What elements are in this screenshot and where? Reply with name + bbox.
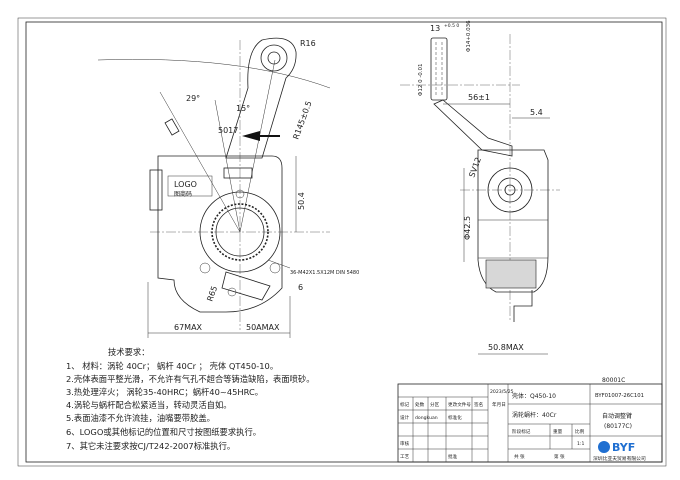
lever-eye-outer <box>260 44 288 72</box>
dim-5017: 5017 <box>218 126 238 135</box>
dim-sv12: SV12 <box>467 156 483 179</box>
tb-cnt: 处数 <box>415 401 425 408</box>
logo-plate-text: LOGO <box>174 180 197 189</box>
dim-phi14: Φ14+0.036 <box>466 20 472 52</box>
tb-design: 设计 <box>400 414 410 421</box>
dim-56: 56±1 <box>468 93 490 102</box>
company-logo-text: BYF <box>612 441 635 454</box>
side-hub-outer <box>487 167 533 213</box>
r145-arc <box>97 59 331 89</box>
tb-review: 审核 <box>400 440 410 447</box>
dim-67max: 67MAX <box>174 323 203 332</box>
tb-approve: 批准 <box>448 453 458 460</box>
housing-body <box>157 155 283 313</box>
tb-scale: 1:1 <box>577 441 584 447</box>
dim-5-4: 5.4 <box>530 108 543 117</box>
tb-chk: 标记 <box>400 401 410 408</box>
tb-material-1: 壳体：Q450-10 <box>512 392 556 400</box>
tb-sheet-no: 第 张 <box>554 453 565 460</box>
tech-req-item-5: 5.表面油漆不允许流挂，油嘴要带胶盖。 <box>66 413 215 423</box>
dim-r145: R145±0.5 <box>291 100 313 141</box>
tb-material-2: 涡轮蜗杆：40Cr <box>512 411 557 419</box>
bottom-bracket <box>221 271 271 301</box>
logo-plate-cn: 图商码 <box>174 190 192 198</box>
tech-req-item-7: 7、其它未注要求按CJ/T242-2007标准执行。 <box>66 441 235 451</box>
company-logo-icon <box>598 441 610 453</box>
dim-r16: R16 <box>300 39 316 48</box>
dim-50-8max: 50.8MAX <box>488 343 524 352</box>
logo-plate <box>167 175 213 197</box>
dim-50amax: 50AMAX <box>246 323 280 332</box>
side-clip <box>513 290 533 322</box>
tb-part-no: BYF01007-26C101 <box>595 393 644 399</box>
dim-ang15: 15° <box>236 104 250 113</box>
tb-ratio: 比例 <box>575 428 585 435</box>
spline-leader <box>267 259 291 269</box>
tb-sign: 签名 <box>474 401 483 408</box>
front-view: LOGO 图商码 R16 29° 15° R145±0.5 5017 50.4 … <box>97 37 359 338</box>
tb-company: 深圳比亚夫贸易有限公司 <box>593 455 646 462</box>
gear-bolt-top <box>235 189 245 199</box>
worm-housing <box>149 169 163 211</box>
ang29-ray <box>159 91 241 233</box>
lever-eye-inner <box>267 51 281 65</box>
dim-13-tol: +0.5 0 <box>444 23 459 29</box>
gear-spline-inner <box>215 207 265 257</box>
side-hub-mid <box>497 177 523 203</box>
outer-frame <box>17 17 667 467</box>
dim-phi42-5: Φ42.5 <box>463 216 472 240</box>
tech-req-title: 技术要求： <box>108 347 150 357</box>
radius-ray <box>239 59 276 233</box>
bracket-hole <box>227 287 237 297</box>
gear-outer <box>199 191 281 273</box>
tb-date-small: 2023/5/25 <box>490 389 514 395</box>
tb-design-name: dongkuan <box>415 415 438 421</box>
tb-date: 年月日 <box>492 401 506 408</box>
tb-stage: 阶段标记 <box>512 428 531 435</box>
side-arm <box>433 99 513 157</box>
tb-process: 工艺 <box>400 454 410 460</box>
side-body <box>477 149 549 293</box>
side-hub-inner <box>504 184 516 196</box>
dim-phi12: Φ12 0 -0.01 <box>418 63 424 96</box>
dim-ang6: 6 <box>298 283 303 292</box>
dim-spline: 36-M42X1.5X12M DIN 5480 <box>290 270 359 276</box>
tb-doc: 更改文件号 <box>448 401 471 408</box>
gear-spline-outer <box>211 203 269 261</box>
tech-req-item-3: 3.热处理淬火； 涡轮35-40HRC；蜗杆40~45HRC。 <box>66 387 263 397</box>
ang15-ray <box>214 99 241 233</box>
drawing-code: 80001C <box>602 377 625 384</box>
gear-bolt-right <box>269 262 281 274</box>
tb-std: 标准化 <box>448 414 462 421</box>
dim-50-4: 50.4 <box>297 192 306 210</box>
tech-requirements: 技术要求： 1、 材料：涡轮 40Cr； 蜗杆 40Cr ； 壳体 QT450-… <box>66 347 315 451</box>
gear-bolt-left <box>199 262 211 274</box>
tech-req-item-6: 6、LOGO或其他标记的位置和尺寸按图纸要求执行。 <box>66 427 261 437</box>
dim-13: 13 <box>430 24 440 33</box>
title-block: 标记 处数 分区 更改文件号 签名 年月日 设计 dongkuan 标准化 审核… <box>397 383 663 463</box>
tb-part-name: 自动调整臂 <box>602 412 632 420</box>
tech-req-item-1: 1、 材料：涡轮 40Cr； 蜗杆 40Cr ； 壳体 QT450-10。 <box>66 361 278 371</box>
direction-arrow <box>242 131 260 141</box>
tb-sheets-total: 共 张 <box>514 453 525 460</box>
grease-nipple <box>164 118 180 136</box>
tb-zone: 分区 <box>430 401 440 408</box>
side-top-boss <box>430 37 448 101</box>
top-boss <box>223 167 253 179</box>
tech-req-item-4: 4.涡轮与蜗杆配合松紧适当，转动灵活自如。 <box>66 400 232 410</box>
dim-r65: R65 <box>205 285 219 303</box>
side-view: 13 +0.5 0 Φ14+0.036 Φ12 0 -0.01 56±1 5.4… <box>400 20 560 355</box>
tech-req-item-2: 2.壳体表面平整光滑，不允许有气孔不超合等铸造缺陷，表面喷砂。 <box>66 374 315 384</box>
tb-part-code: (80177C) <box>604 423 632 430</box>
tb-weight: 重量 <box>553 428 563 435</box>
lever-arm <box>225 37 297 159</box>
inner-frame <box>25 21 663 463</box>
dim-ang29: 29° <box>186 94 200 103</box>
side-gear-block <box>485 259 537 289</box>
